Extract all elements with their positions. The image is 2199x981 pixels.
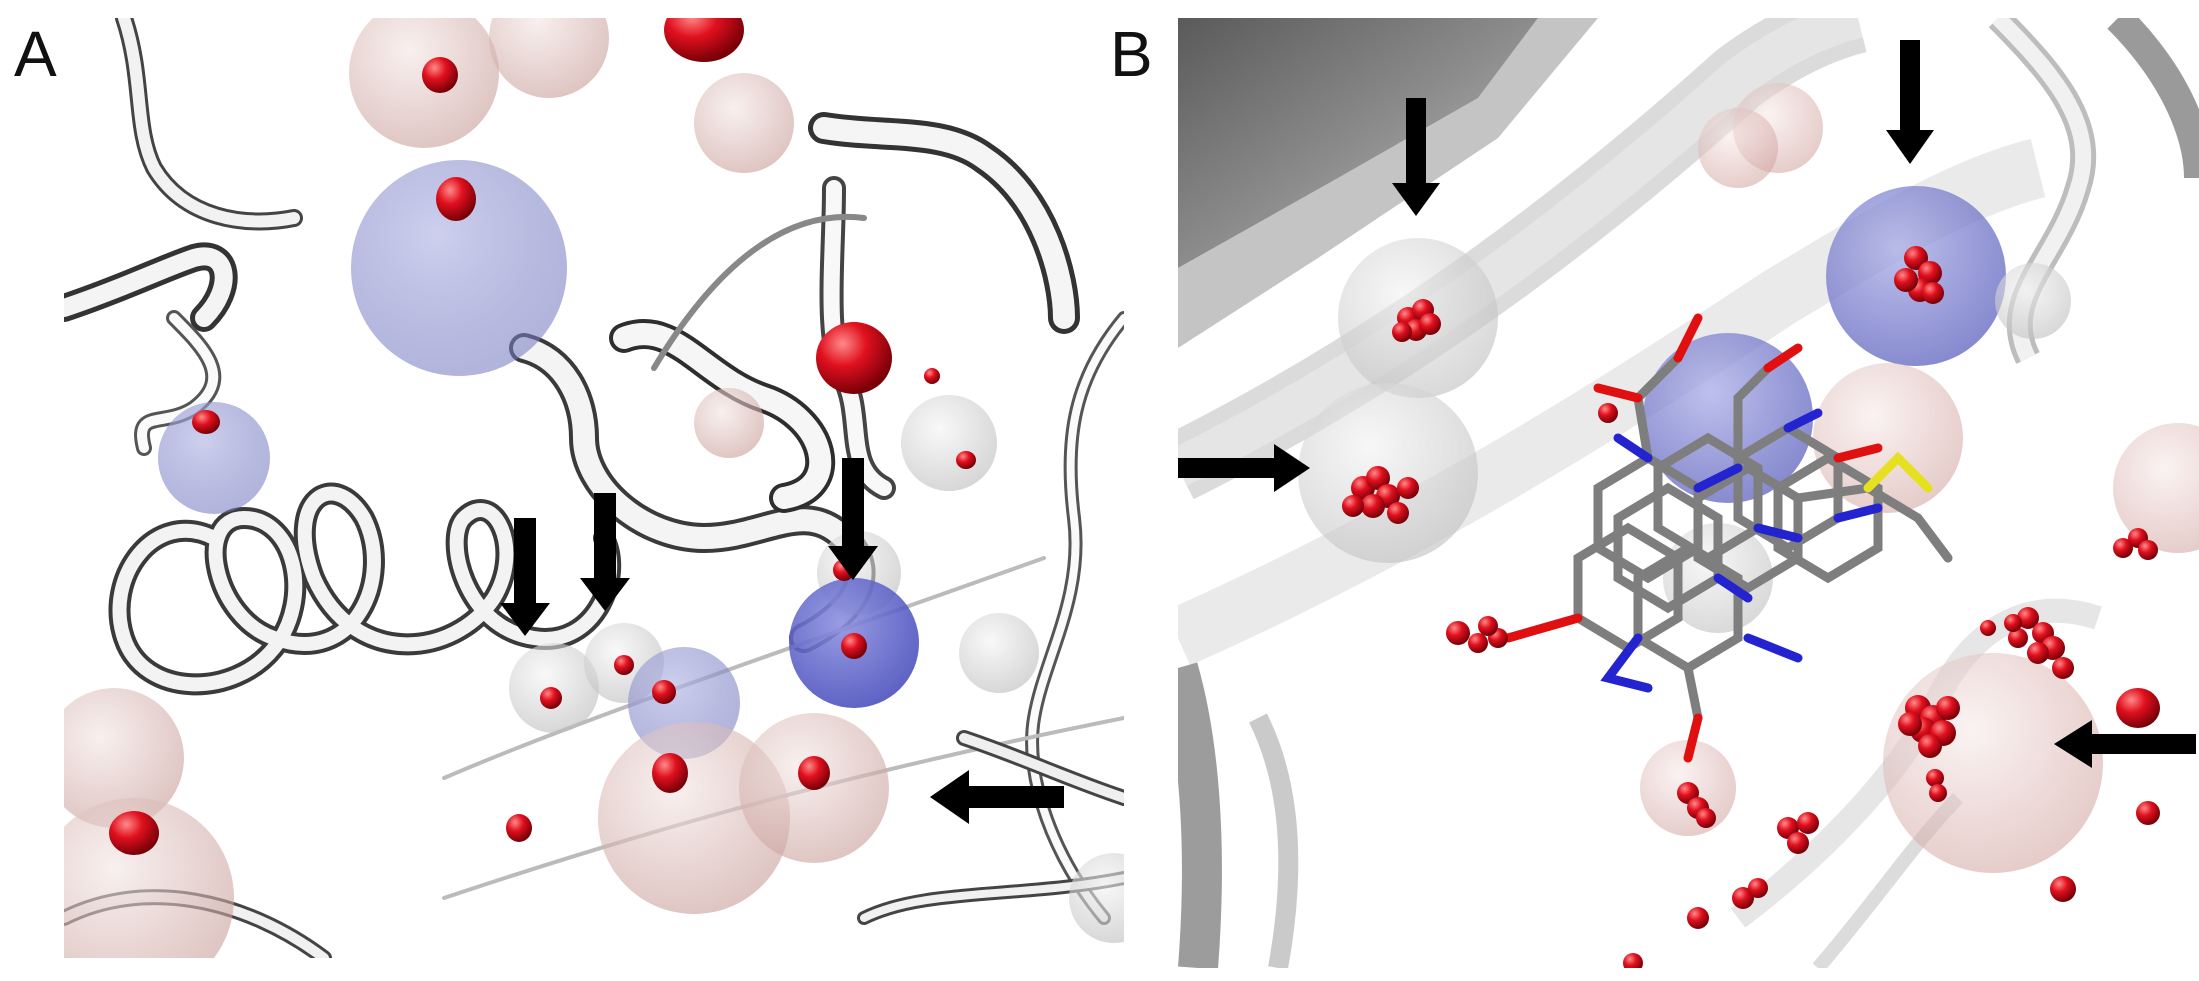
arrow-down-icon xyxy=(580,493,630,611)
arrow-down-icon xyxy=(1392,98,1440,216)
panel-a-label: A xyxy=(14,18,57,90)
water-molecules-b xyxy=(1342,246,2160,968)
panel-a-image xyxy=(64,18,1124,958)
arrow-down-icon xyxy=(1886,40,1934,164)
ligand-ensemble xyxy=(1503,313,1953,763)
arrow-left-icon xyxy=(930,770,1064,824)
arrow-down-icon xyxy=(500,518,550,636)
panel-b-label: B xyxy=(1110,18,1153,90)
arrows-a xyxy=(500,458,1064,824)
panel-b-image xyxy=(1178,18,2199,968)
arrows-b xyxy=(1178,40,2196,768)
water-molecules-a xyxy=(109,18,976,855)
arrow-down-icon xyxy=(828,458,878,580)
arrow-left-icon xyxy=(2054,720,2196,768)
arrow-right-icon xyxy=(1178,444,1310,492)
